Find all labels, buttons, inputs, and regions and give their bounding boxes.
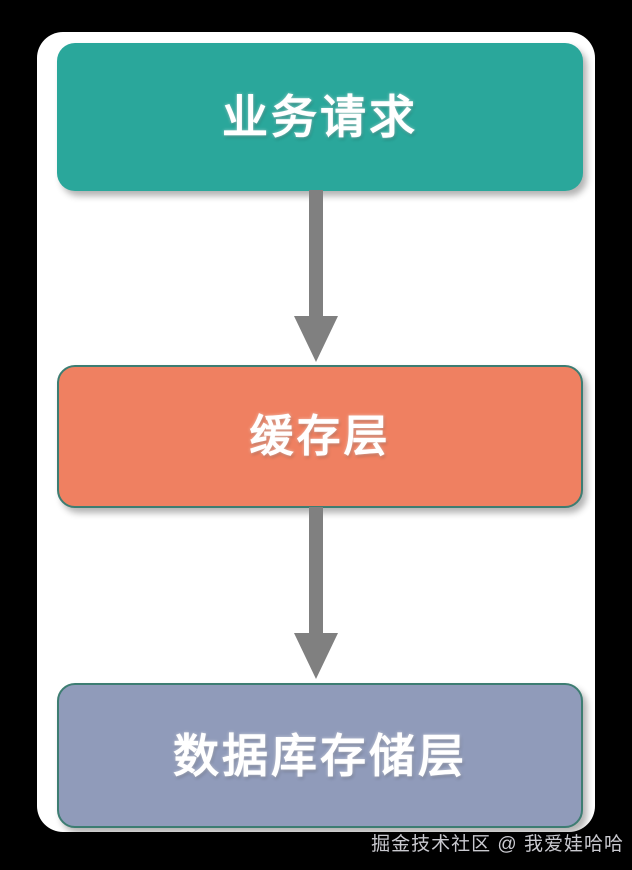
arrow-request-to-cache — [287, 190, 345, 370]
node-business-request-label: 业务请求 — [222, 91, 418, 143]
node-database-storage-layer[interactable]: 数据库存储层 — [57, 683, 583, 828]
down-arrow-icon — [294, 190, 338, 362]
watermark-text: 掘金技术社区 @ 我爱娃哈哈 — [371, 834, 624, 855]
down-arrow-icon — [294, 507, 338, 679]
node-cache-layer-label: 缓存层 — [249, 411, 391, 461]
arrow-cache-to-database — [287, 507, 345, 687]
node-business-request[interactable]: 业务请求 — [57, 43, 583, 191]
node-database-storage-layer-label: 数据库存储层 — [173, 729, 467, 782]
diagram-canvas: 业务请求 缓存层 数据库存储层 — [37, 32, 595, 832]
node-cache-layer[interactable]: 缓存层 — [57, 365, 583, 508]
